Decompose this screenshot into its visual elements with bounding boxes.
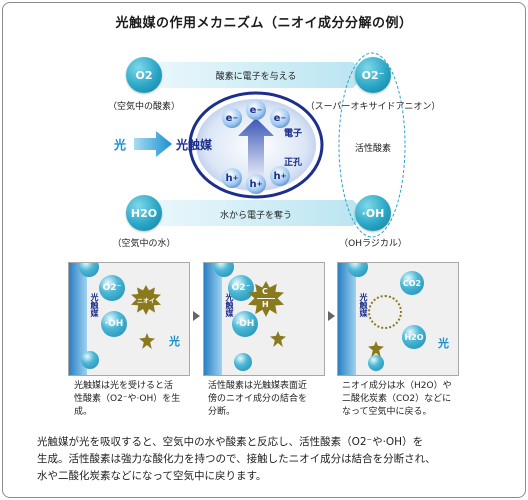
caption-line: なって空気中に戻る。 <box>342 407 432 417</box>
hole-icon: h+ <box>222 168 242 188</box>
caption-line: 光触媒は光を受けると活 <box>74 381 174 391</box>
diagram-title: 光触媒の作用メカニズム（ニオイ成分分解の例） <box>115 16 413 31</box>
caption-line: 分断。 <box>208 407 236 417</box>
caption-line: 成。 <box>74 407 93 417</box>
electron-icon: e− <box>222 108 242 128</box>
caption-line: 活性酸素は光触媒表面近 <box>208 381 308 391</box>
caption-line: ニオイ成分は水（H2O）や <box>342 381 452 391</box>
electron-icon: e− <box>246 100 266 120</box>
dissolved-odor-ring <box>368 295 402 329</box>
bond-split-line <box>257 298 275 299</box>
take-electron-label: 水から電子を奪う <box>219 211 293 221</box>
next-arrow-icon <box>193 311 200 321</box>
electron-icon: e− <box>270 108 290 128</box>
bond-h-label: H <box>262 300 269 309</box>
photocatalyst-label: 光触媒 <box>176 138 213 152</box>
light-label: 光 <box>114 138 127 152</box>
active-oxygen-ellipse <box>338 52 406 238</box>
bubble <box>214 263 234 277</box>
photocatalyst-surface <box>338 263 356 375</box>
summary-line: 生成。活性酸素は強力な酸化力を持つので、接触したニオイ成分は結合を分断され、 <box>37 453 436 465</box>
summary-line: 光触媒が光を吸収すると、空気中の水や酸素と反応し、活性酸素（O2⁻や·OH）を <box>37 436 424 448</box>
hydroxyl-radical: ·OH <box>232 311 258 337</box>
hydroxyl-radical: ·OH <box>101 311 127 337</box>
light-arrow <box>134 131 172 157</box>
next-arrow-icon <box>328 311 335 321</box>
hydroxyl-label: （OHラジカル） <box>339 239 407 249</box>
panel-step-2: 光触媒 O2⁻ ·OH C H <box>203 262 325 376</box>
panel-step-3: 光触媒 CO2 H2O 光 <box>337 262 459 376</box>
hole-icon: h+ <box>270 166 290 186</box>
top-band <box>160 62 366 88</box>
photocatalyst-side-label: 光触媒 <box>359 293 368 317</box>
caption-line: 二酸化炭素（CO2）などに <box>342 394 452 404</box>
superoxide-molecule: O2⁻ <box>99 275 125 301</box>
superoxide-molecule: O2⁻ <box>355 57 391 93</box>
caption-step-3: ニオイ成分は水（H2O）や 二酸化炭素（CO2）などに なって空気中に戻る。 <box>342 380 452 419</box>
hole-label: 正孔 <box>284 158 303 168</box>
photocatalyst-surface <box>204 263 222 375</box>
excitation-arrow <box>238 118 274 186</box>
active-oxygen-label: 活性酸素 <box>354 144 392 154</box>
superoxide-molecule: O2⁻ <box>228 275 254 301</box>
caption-line: 性酸素（O2⁻や·OH）を生 <box>74 394 181 404</box>
panel-light-label: 光 <box>438 337 449 350</box>
bubble <box>368 355 384 371</box>
oxygen-molecule: O2 <box>126 57 162 93</box>
bubble <box>79 263 99 277</box>
summary-text: 光触媒が光を吸収すると、空気中の水や酸素と反応し、活性酸素（O2⁻や·OH）を … <box>37 434 497 485</box>
bottom-band <box>160 200 366 226</box>
caption-step-1: 光触媒は光を受けると活 性酸素（O2⁻や·OH）を生 成。 <box>74 380 180 419</box>
caption-line: 傍のニオイ成分の結合を <box>208 394 308 404</box>
hole-icon: h+ <box>246 174 266 194</box>
photocatalyst-side-label: 光触媒 <box>225 293 234 317</box>
water-molecule: H2O <box>126 195 162 231</box>
electron-label: 電子 <box>284 129 303 139</box>
odor-particle <box>270 331 286 347</box>
odor-particle <box>139 333 155 349</box>
summary-line: 水や二酸化炭素などになって空気中に戻ります。 <box>37 470 267 482</box>
co2-molecule: CO2 <box>400 271 424 295</box>
photocatalyst-surface <box>69 263 87 375</box>
panel-step-1: 光触媒 O2⁻ ·OH ニオイ 光 <box>68 262 190 376</box>
odor-molecule: ニオイ <box>131 285 161 315</box>
give-electron-label: 酸素に電子を与える <box>215 72 297 82</box>
photocatalyst-side-label: 光触媒 <box>90 293 99 317</box>
panel-light-label: 光 <box>169 335 180 348</box>
water-label: （空気中の水） <box>112 239 176 249</box>
water-molecule: H2O <box>402 325 426 349</box>
bubble <box>348 263 368 277</box>
hydroxyl-radical: ·OH <box>355 195 391 231</box>
bond-c-label: C <box>262 287 268 296</box>
oxygen-label: （空気中の酸素） <box>107 102 181 112</box>
superoxide-label: （スーパーオキサイドアニオン） <box>305 102 441 112</box>
caption-step-2: 活性酸素は光触媒表面近 傍のニオイ成分の結合を 分断。 <box>208 380 307 419</box>
bubble <box>234 353 252 371</box>
bubble <box>81 351 99 369</box>
